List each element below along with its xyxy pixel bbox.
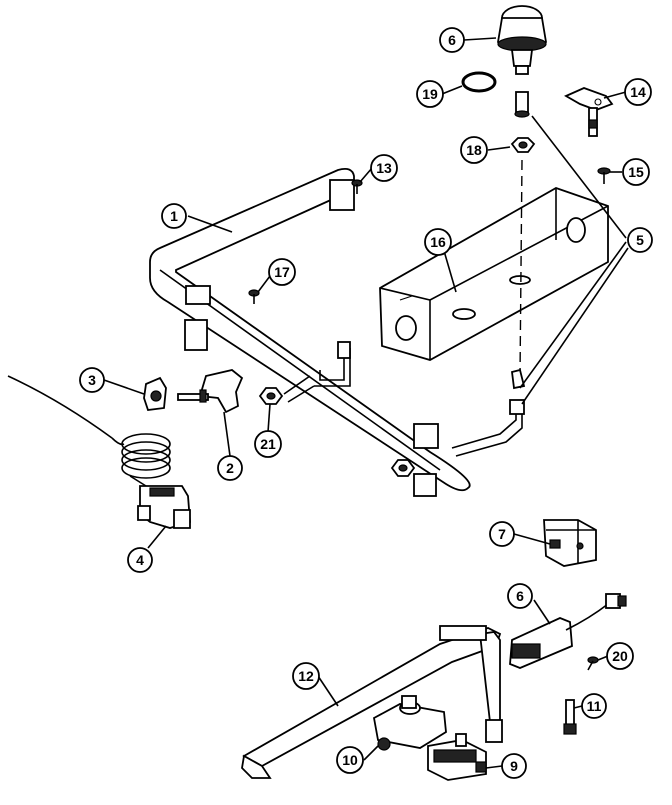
- callout-14: 14: [624, 78, 652, 106]
- hex-nut: [510, 137, 536, 153]
- svg-text:5: 5: [636, 232, 644, 248]
- svg-text:15: 15: [628, 164, 644, 180]
- svg-text:21: 21: [260, 436, 276, 452]
- callout-3: 3: [79, 367, 105, 393]
- callout-19: 19: [416, 80, 444, 108]
- orifice-top: [514, 91, 530, 118]
- callout-5: 5: [627, 227, 653, 253]
- spark-electrode: [564, 87, 614, 137]
- callout-13: 13: [370, 154, 398, 182]
- screw-20: [587, 656, 599, 671]
- push-switch: [427, 733, 487, 781]
- valve-switch: [177, 369, 244, 414]
- callout-9: 9: [501, 753, 527, 779]
- svg-text:20: 20: [612, 648, 628, 664]
- gas-valve: [372, 695, 447, 751]
- callout-17: 17: [268, 258, 296, 286]
- fitting-nut-21: [258, 387, 284, 405]
- fitting-nut-lower: [390, 459, 416, 477]
- svg-text:12: 12: [298, 668, 314, 684]
- svg-text:10: 10: [342, 752, 358, 768]
- callout-15: 15: [622, 158, 650, 186]
- svg-text:13: 13: [376, 160, 392, 176]
- callout-1: 1: [161, 203, 187, 229]
- burner-bracket: [379, 187, 609, 361]
- svg-text:9: 9: [510, 758, 518, 774]
- terminal-pin: [563, 699, 577, 735]
- manifold-bar: [149, 167, 471, 497]
- callout-16: 16: [424, 228, 452, 256]
- callout-6-lower: 6: [507, 583, 533, 609]
- svg-text:16: 16: [430, 234, 446, 250]
- center-line: [519, 159, 523, 377]
- spark-module: [543, 519, 597, 567]
- callout-20: 20: [606, 642, 634, 670]
- callout-21: 21: [254, 430, 282, 458]
- o-ring: [461, 71, 497, 93]
- screw-15: [597, 167, 611, 184]
- svg-text:3: 3: [88, 372, 96, 388]
- svg-text:6: 6: [448, 32, 456, 48]
- svg-text:1: 1: [170, 208, 178, 224]
- callout-11: 11: [581, 693, 607, 719]
- callout-10: 10: [336, 746, 364, 774]
- callout-18: 18: [460, 136, 488, 164]
- callout-12: 12: [292, 662, 320, 690]
- leader-lines: [103, 37, 629, 769]
- mounting-strap: [241, 625, 503, 779]
- svg-text:4: 4: [136, 552, 144, 568]
- screw-17: [248, 289, 260, 304]
- svg-text:7: 7: [498, 526, 506, 542]
- thermostat: [7, 375, 191, 529]
- callout-4: 4: [127, 547, 153, 573]
- callout-7: 7: [489, 521, 515, 547]
- svg-text:11: 11: [587, 698, 602, 714]
- gas-pipes: [283, 341, 526, 457]
- svg-text:2: 2: [226, 460, 234, 476]
- svg-text:17: 17: [274, 264, 290, 280]
- callout-2: 2: [217, 455, 243, 481]
- clip: [143, 376, 167, 411]
- burner-cap: [497, 5, 547, 75]
- svg-text:19: 19: [422, 86, 438, 102]
- ignition-switch: [509, 593, 627, 669]
- svg-text:6: 6: [516, 588, 524, 604]
- svg-text:14: 14: [630, 84, 646, 100]
- callout-6-top: 6: [439, 27, 465, 53]
- svg-text:18: 18: [466, 142, 482, 158]
